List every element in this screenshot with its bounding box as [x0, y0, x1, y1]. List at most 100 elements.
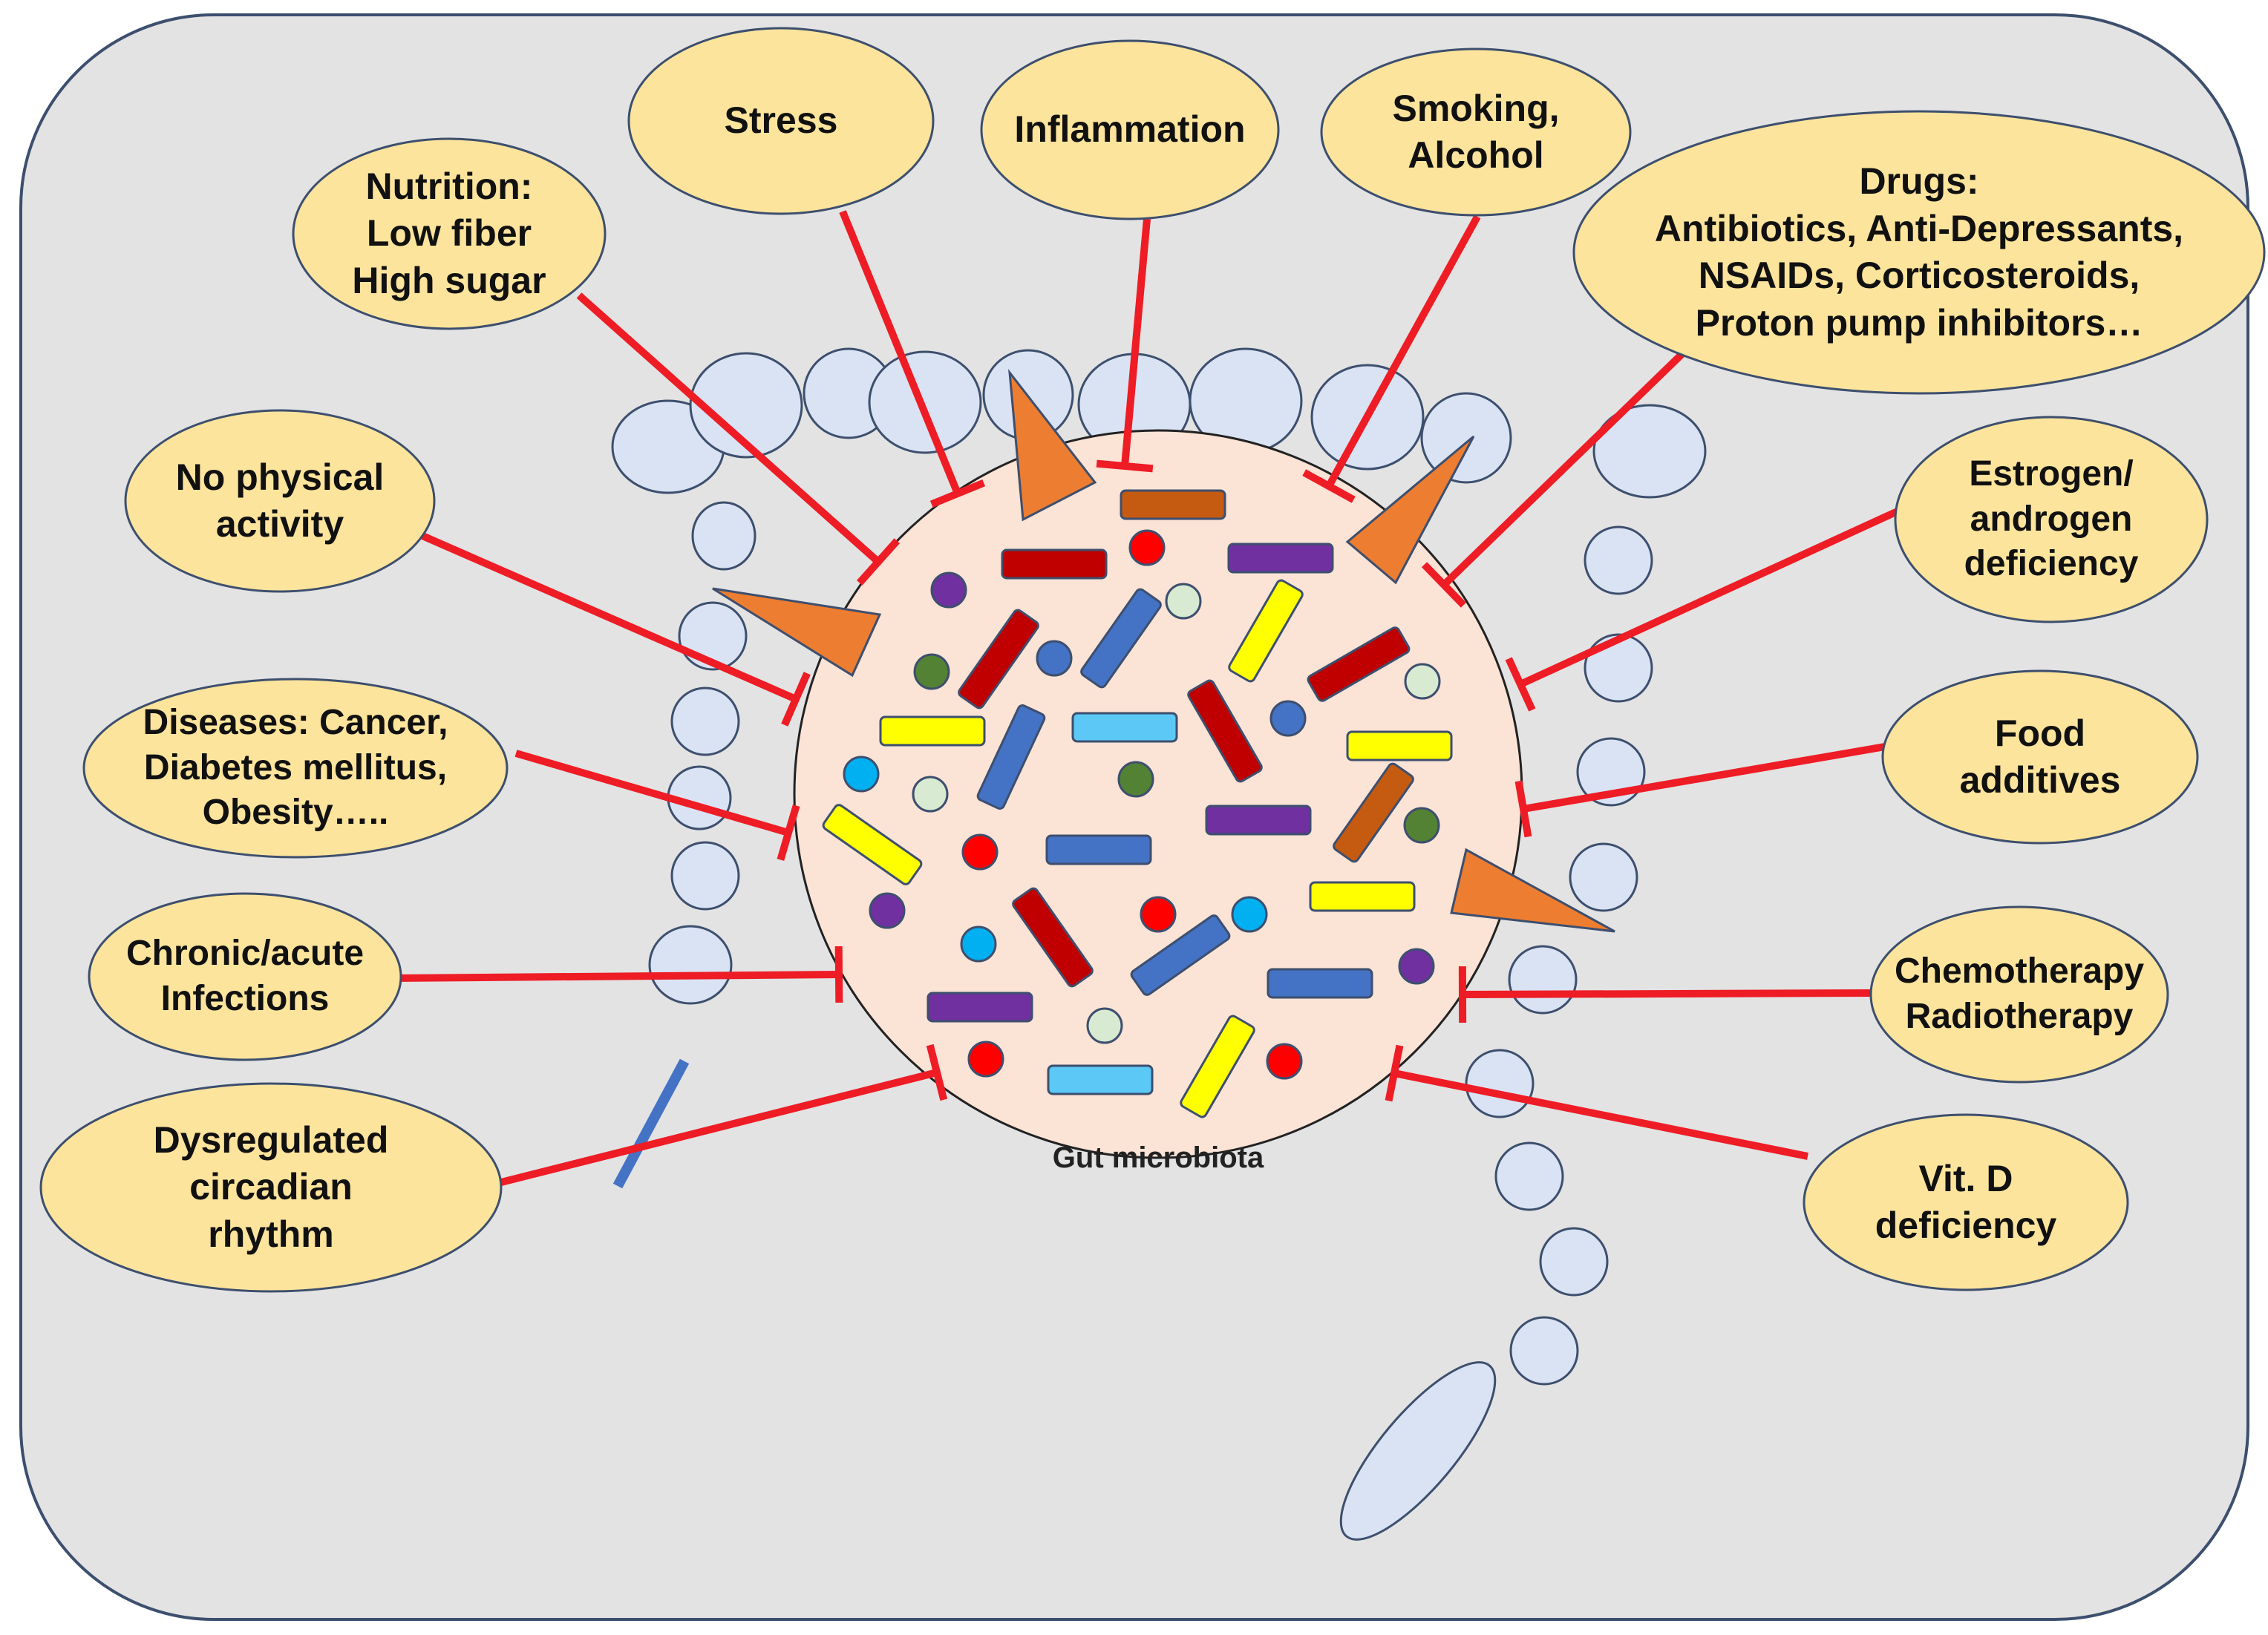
colon-segment [868, 350, 982, 454]
arrowhead [712, 587, 882, 678]
inhibition-bar [1096, 459, 1154, 473]
inhibition-bar [777, 805, 800, 861]
bacterium-coccus [1140, 896, 1177, 933]
colon-segment [1584, 525, 1653, 595]
factor-ellipse-hormone-deficiency [1894, 416, 2209, 623]
bacterium-rod [1267, 968, 1373, 999]
factor-label-line: High sugar [352, 259, 546, 301]
bacterium-rod [1080, 588, 1162, 689]
bacterium-rod [1187, 679, 1263, 783]
inhibition-line [839, 210, 961, 495]
factor-label-line: Antibiotics, Anti-Depressants, [1654, 207, 2184, 249]
factor-label-line: Obesity….. [202, 793, 389, 833]
orange-arrowheads [712, 369, 1615, 933]
factor-label-line: Food [1994, 712, 2086, 754]
factor-ellipse-circadian [39, 1082, 503, 1293]
factor-label-smoking-alcohol: Smoking, Alcohol [1321, 49, 1630, 215]
colon-segment [689, 352, 803, 459]
colon-segment [1339, 1361, 1497, 1541]
bacterium-coccus [1036, 640, 1073, 677]
factor-label-line: Infections [160, 979, 330, 1018]
factor-label-line: Low fiber [366, 212, 532, 255]
bacterium-rod [1228, 579, 1304, 683]
colon-segment [1494, 1141, 1564, 1211]
arrowhead [1345, 435, 1475, 585]
factor-label-line: deficiency [1964, 544, 2139, 584]
bacterium-coccus [960, 925, 997, 963]
factor-label-diseases: Diseases: Cancer,Diabetes mellitus,Obesi… [84, 679, 507, 857]
factor-ellipse-food-additives [1881, 669, 2199, 845]
inhibition-line [1518, 507, 1901, 688]
bacterium-rod [1180, 1015, 1255, 1118]
inhibition-line [1393, 1069, 1808, 1160]
factor-label-line: Dysregulated [153, 1118, 389, 1161]
factor-label-line: Alcohol [1408, 134, 1544, 176]
arrowhead [1008, 369, 1097, 522]
bacterium-rod [1120, 489, 1226, 520]
factor-ellipse-vitamin-d [1803, 1113, 2129, 1291]
inhibition-line [414, 529, 798, 703]
bacterium-rod [1346, 730, 1453, 761]
inhibition-bar [834, 946, 843, 1003]
bacterium-coccus [1398, 948, 1435, 985]
bacterium-coccus [1404, 663, 1441, 700]
bacterium-coccus [1128, 529, 1166, 566]
factor-ellipse-smoking-alcohol [1320, 47, 1632, 217]
factor-label-line: additives [1959, 759, 2121, 801]
factor-ellipse-infections [88, 892, 402, 1061]
inhibition-bar [1302, 469, 1356, 503]
inhibition-line [576, 292, 881, 565]
inhibition-lines [393, 210, 1901, 1186]
inhibition-line [500, 1069, 938, 1186]
factor-label-line: Nutrition: [365, 165, 533, 207]
bacterium-coccus [1269, 700, 1307, 737]
bacterium-coccus [961, 833, 999, 871]
factor-label-inflammation: Inflammation [981, 41, 1278, 219]
inhibition-line [393, 971, 840, 982]
inhibition-line [1121, 218, 1151, 467]
factor-label-line: Diabetes mellitus, [143, 747, 448, 787]
factor-label-line: rhythm [208, 1213, 334, 1255]
factor-ellipse-nutrition [292, 137, 607, 330]
inhibition-line [1523, 742, 1890, 813]
factor-label-line: Smoking, [1392, 87, 1560, 129]
factor-label-stress: Stress [629, 28, 933, 214]
bacterium-coccus [912, 776, 949, 813]
factor-label-line: No physical [175, 456, 385, 498]
factor-label-line: Chemotherapy [1894, 951, 2145, 992]
inhibition-bar [1385, 1044, 1404, 1102]
factor-label-line: Vit. D [1918, 1157, 2013, 1199]
bacterium-coccus [1266, 1043, 1303, 1080]
bacterium-rod [1333, 762, 1414, 863]
bacterium-coccus [1086, 1007, 1123, 1044]
factor-label-line: Radiotherapy [1905, 997, 2134, 1036]
colon-segment [1509, 1316, 1579, 1386]
bacterium-rod [1045, 834, 1152, 865]
inhibition-line [514, 750, 790, 836]
factor-label-line: androgen [1970, 499, 2133, 539]
bacterium-rod [1012, 887, 1094, 988]
bacterium-coccus [869, 892, 906, 929]
bacterium-rod [1309, 881, 1416, 912]
bacterium-rod [1307, 626, 1411, 702]
factor-ellipse-diseases [82, 678, 509, 859]
factor-label-line: Chronic/acute [125, 934, 365, 974]
bacterium-rod [958, 609, 1039, 710]
bacterium-coccus [967, 1041, 1004, 1078]
factor-label-line: NSAIDs, Corticosteroids, [1698, 255, 2140, 296]
factor-ellipse-inflammation [980, 39, 1280, 220]
colon-illustration [611, 347, 1707, 1541]
inhibition-line [1325, 214, 1481, 488]
factor-label-line: circadian [189, 1166, 353, 1208]
inhibition-bar [929, 479, 986, 508]
factor-label-line: Stress [724, 99, 838, 142]
bacterium-rod [1227, 543, 1334, 574]
bacterium-rod [1047, 1064, 1154, 1095]
factor-ellipse-no-physical-activity [124, 409, 436, 593]
